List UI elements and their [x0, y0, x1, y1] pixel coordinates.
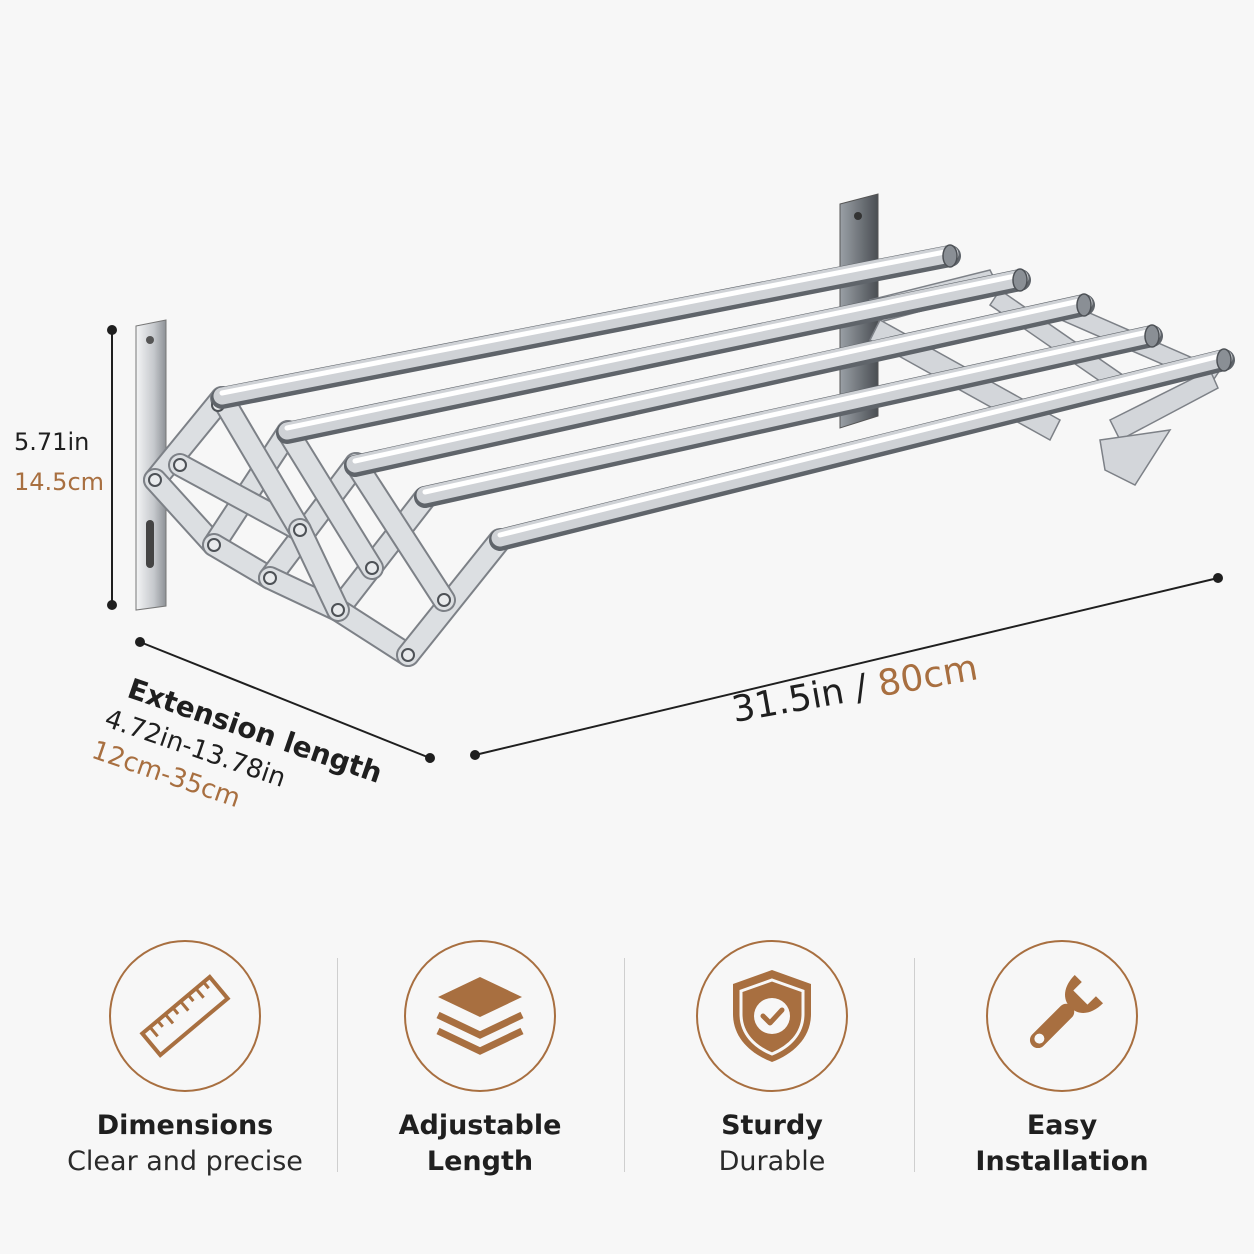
feature-dimensions: Dimensions Clear and precise: [40, 940, 330, 1180]
feature-icon-circle: [696, 940, 848, 1092]
pivot-rivet: [207, 538, 221, 552]
feature-icon-circle: [404, 940, 556, 1092]
rod-end-cap: [942, 244, 958, 268]
rod-end-cap: [1076, 293, 1092, 317]
feature-icon-circle: [986, 940, 1138, 1092]
feature-subtitle: Durable: [718, 1146, 826, 1177]
wrench-icon: [1029, 974, 1104, 1049]
feature-divider: [914, 958, 915, 1172]
feature-title: Adjustable: [398, 1110, 562, 1141]
length-dimension-line: [470, 573, 1223, 760]
feature-adjustable: Adjustable Length: [335, 940, 625, 1180]
feature-easy-installation: Easy Installation: [917, 940, 1207, 1180]
pivot-rivet: [365, 561, 379, 575]
feature-subtitle: Length: [426, 1146, 534, 1177]
height-centimeters: 14.5cm: [14, 468, 105, 496]
height-dimension-label: 5.71in 14.5cm: [14, 422, 104, 502]
rod-end-cap: [1012, 268, 1028, 292]
feature-divider: [337, 958, 338, 1172]
pivot-rivet: [437, 593, 451, 607]
layers-icon: [436, 977, 524, 1055]
rod-end-cap: [1144, 324, 1160, 348]
feature-subtitle: Clear and precise: [67, 1146, 303, 1177]
ruler-icon: [139, 974, 231, 1058]
rod-end-cap: [1216, 348, 1232, 372]
feature-subtitle: Installation: [975, 1146, 1149, 1177]
drying-rack-illustration: [107, 193, 1235, 763]
shield-check-icon: [733, 970, 811, 1062]
height-dimension-line: [107, 325, 117, 610]
feature-icon-circle: [109, 940, 261, 1092]
feature-sturdy: Sturdy Durable: [627, 940, 917, 1180]
feature-divider: [624, 958, 625, 1172]
pivot-rivet: [293, 523, 307, 537]
pivot-rivet: [263, 571, 277, 585]
pivot-rivet: [148, 473, 162, 487]
feature-title: Easy: [1026, 1110, 1098, 1141]
pivot-rivet: [401, 648, 415, 662]
feature-title: Dimensions: [96, 1110, 274, 1141]
pivot-rivet: [331, 603, 345, 617]
drying-rods: [211, 244, 1235, 551]
front-wall-bracket: [135, 319, 167, 611]
height-inches: 5.71in: [14, 428, 90, 456]
front-scissor-lattice: [143, 386, 512, 667]
extension-dimension-line: [135, 637, 435, 763]
pivot-rivet: [173, 458, 187, 472]
feature-title: Sturdy: [721, 1110, 823, 1141]
